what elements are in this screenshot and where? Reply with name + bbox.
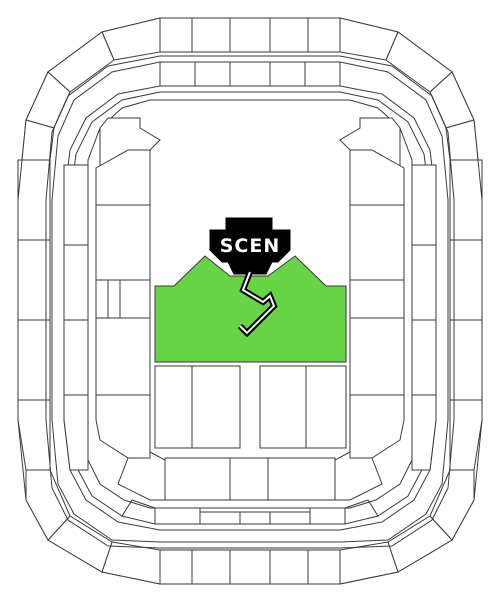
seat-section[interactable] — [349, 394, 405, 459]
upper-tier-top[interactable] — [25, 17, 475, 129]
seat-section[interactable] — [25, 469, 71, 541]
seat-section[interactable] — [449, 399, 483, 471]
seat-section[interactable] — [349, 149, 405, 206]
seat-section[interactable] — [159, 61, 196, 87]
seat-section[interactable] — [349, 279, 405, 319]
seat-section[interactable] — [449, 239, 483, 321]
middle-tier-bottom[interactable] — [121, 499, 379, 525]
seat-section[interactable] — [411, 394, 437, 471]
seat-section[interactable] — [267, 457, 336, 501]
floor-section[interactable] — [191, 365, 241, 449]
lower-tier[interactable] — [95, 117, 405, 501]
standing-area[interactable] — [154, 255, 347, 363]
seat-section[interactable] — [63, 164, 89, 246]
upper-tier-sides[interactable] — [17, 119, 483, 471]
seat-section[interactable] — [17, 399, 51, 471]
floor-section[interactable] — [154, 365, 193, 449]
seat-section[interactable] — [95, 279, 109, 319]
middle-tier-top[interactable] — [159, 61, 341, 87]
seat-section[interactable] — [269, 549, 309, 585]
upper-tier-bottom[interactable] — [25, 469, 475, 585]
stage-runway-line — [239, 271, 276, 335]
seat-section[interactable] — [344, 499, 379, 525]
seat-section[interactable] — [269, 511, 311, 525]
seat-section[interactable] — [349, 204, 405, 281]
seat-section[interactable] — [119, 279, 151, 319]
seat-section[interactable] — [411, 319, 437, 396]
stage-shape — [209, 217, 291, 263]
seat-section[interactable] — [229, 61, 271, 87]
stage-label: SCEN — [220, 235, 281, 257]
seat-section[interactable] — [63, 319, 89, 396]
seat-section[interactable] — [95, 394, 151, 459]
seat-section[interactable] — [269, 61, 306, 87]
seat-section[interactable] — [17, 319, 51, 401]
seat-section[interactable] — [159, 17, 193, 53]
seat-section[interactable] — [107, 279, 121, 319]
seat-section[interactable] — [17, 239, 51, 321]
seat-section[interactable] — [191, 17, 231, 53]
seat-section[interactable] — [199, 511, 241, 525]
seat-section[interactable] — [159, 549, 193, 585]
seat-section[interactable] — [229, 457, 269, 501]
stage[interactable]: SCEN — [209, 217, 291, 338]
seat-section[interactable] — [339, 541, 399, 585]
seat-section[interactable] — [445, 119, 483, 201]
seat-section[interactable] — [101, 541, 161, 585]
middle-tier-sides[interactable] — [63, 164, 437, 471]
seat-section[interactable] — [307, 17, 341, 53]
stage-platform — [227, 261, 273, 275]
seat-section[interactable] — [154, 507, 201, 525]
concourse-rings — [45, 55, 455, 549]
seat-section[interactable] — [411, 164, 437, 246]
seat-section[interactable] — [269, 17, 309, 53]
seat-section[interactable] — [95, 204, 151, 281]
seat-section[interactable] — [229, 17, 271, 53]
floor-section[interactable] — [305, 365, 347, 449]
seat-section[interactable] — [239, 511, 271, 525]
seat-section[interactable] — [449, 319, 483, 401]
seat-section[interactable] — [63, 394, 89, 471]
seat-section[interactable] — [334, 451, 383, 501]
seat-section[interactable] — [449, 159, 483, 241]
floor-seating[interactable] — [154, 365, 347, 449]
floor-section[interactable] — [259, 365, 307, 449]
seat-section[interactable] — [194, 61, 231, 87]
seat-section[interactable] — [307, 549, 341, 585]
seat-section[interactable] — [411, 244, 437, 321]
seat-section[interactable] — [95, 317, 151, 396]
seat-section[interactable] — [117, 451, 166, 501]
seat-section[interactable] — [309, 507, 346, 525]
seat-section[interactable] — [63, 244, 89, 321]
seat-section[interactable] — [121, 499, 156, 525]
seat-section[interactable] — [95, 149, 151, 206]
seat-section[interactable] — [349, 317, 405, 396]
seat-section[interactable] — [17, 119, 55, 201]
seat-section[interactable] — [191, 549, 231, 585]
seat-section[interactable] — [164, 457, 231, 501]
seat-section[interactable] — [17, 159, 51, 241]
seat-section[interactable] — [429, 469, 475, 541]
seat-section[interactable] — [229, 549, 271, 585]
seat-section[interactable] — [304, 61, 341, 87]
